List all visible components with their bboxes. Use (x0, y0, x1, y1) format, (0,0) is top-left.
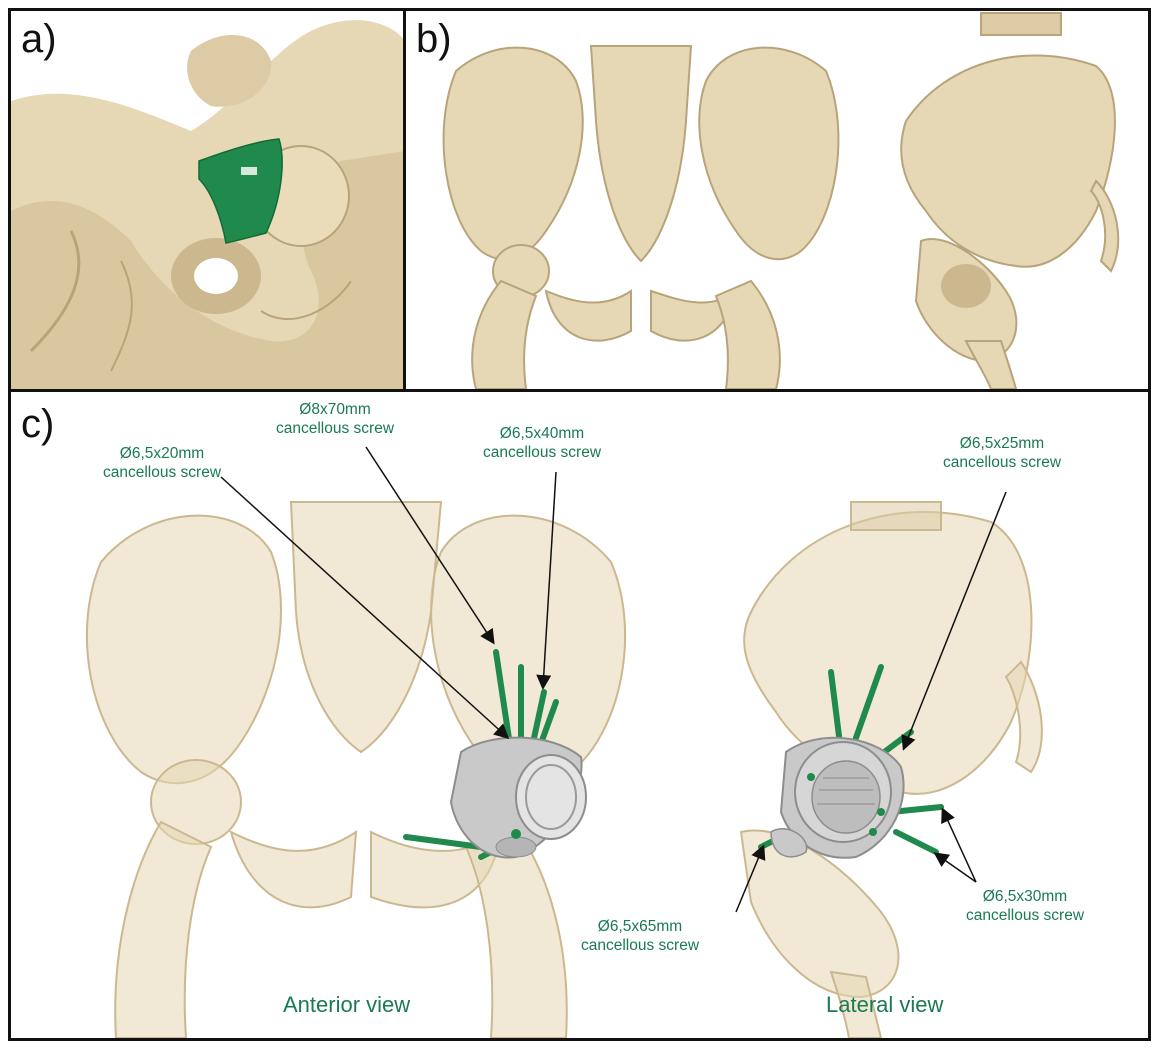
pelvis-lateral (900, 12, 1120, 389)
acetabular-cup-lateral (770, 736, 905, 859)
panel-a: a) (8, 8, 408, 392)
annotation-arrows (220, 446, 1007, 913)
panel-b-letter: b) (416, 17, 452, 61)
caption-lateral-view: Lateral view (826, 992, 944, 1017)
panel-c-image (11, 392, 1148, 1038)
pelvis-lateral-translucent (739, 501, 1043, 1038)
panel-c-letter: c) (21, 402, 55, 446)
pelvis-anterior (442, 45, 840, 389)
pelvis-anterior-translucent (85, 501, 627, 1038)
panel-b-image (406, 11, 1148, 389)
panel-a-letter: a) (21, 17, 57, 61)
caption-anterior-view: Anterior view (283, 992, 411, 1017)
panel-a-image (11, 11, 405, 389)
panel-b: b) (403, 8, 1151, 392)
implant-patch (198, 138, 283, 244)
acetabular-cup-anterior (449, 736, 587, 859)
